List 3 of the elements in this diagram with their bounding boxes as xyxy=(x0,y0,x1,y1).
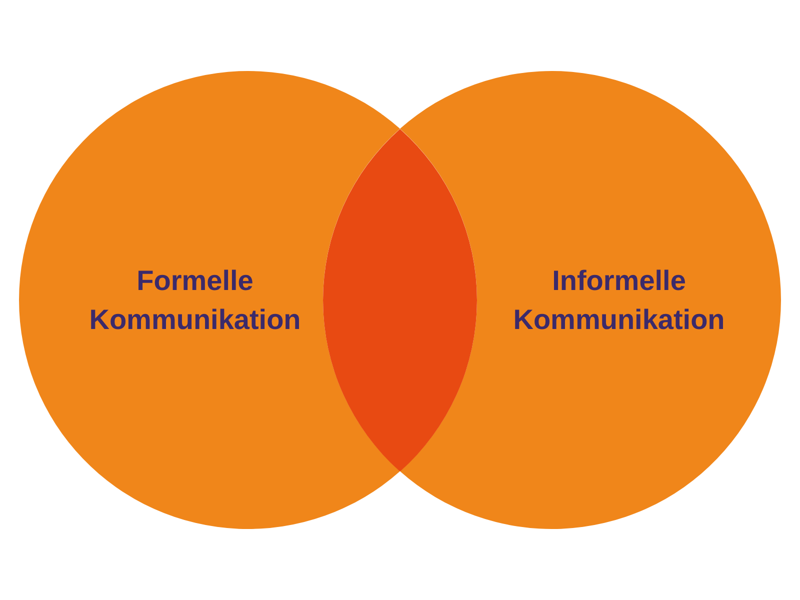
circle-label: Informelle Kommunikation xyxy=(512,264,726,337)
circle-label: Formelle Kommunikation xyxy=(88,264,302,337)
overlap-region xyxy=(323,128,477,472)
